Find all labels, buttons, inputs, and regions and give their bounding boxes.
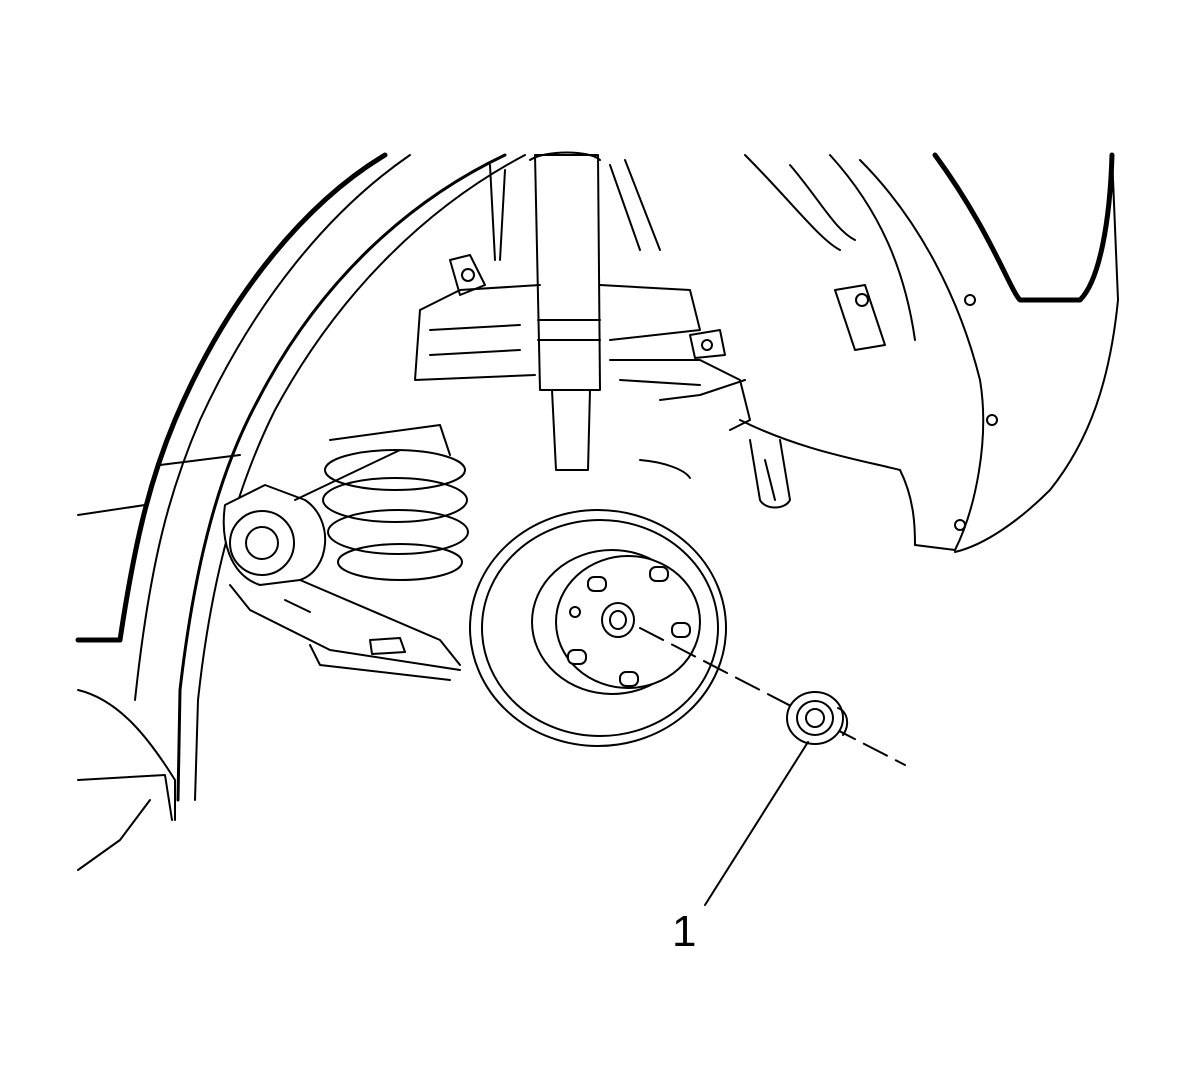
wheel-hub-nut — [786, 691, 849, 745]
wheel-stud — [587, 576, 607, 592]
fender-wheel-arch — [75, 152, 526, 871]
strut-assembly — [489, 151, 661, 471]
callout-label-1: 1 — [672, 907, 696, 956]
wheel-stud — [619, 671, 639, 687]
wheel-stud — [567, 649, 587, 665]
wheel-stud — [649, 566, 669, 582]
lower-control-arm — [222, 449, 461, 681]
wheelhouse-liner — [739, 152, 1119, 553]
subframe — [414, 254, 791, 509]
coil-spring — [322, 424, 469, 581]
callout-leader — [704, 741, 809, 906]
wheel-stud — [671, 622, 691, 638]
installation-axis — [639, 627, 906, 766]
wheel-studs — [567, 566, 691, 687]
